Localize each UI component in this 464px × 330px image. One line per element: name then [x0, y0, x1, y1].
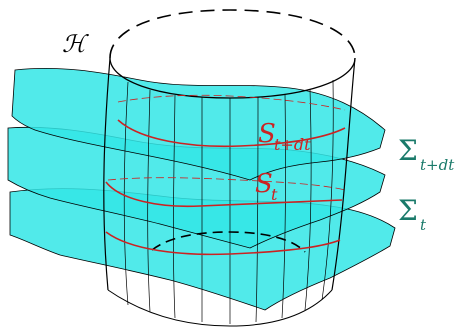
sigma-now-label: Σ t — [398, 194, 427, 234]
cylinder-bottom-back — [151, 231, 306, 253]
svg-text:Σ: Σ — [398, 194, 418, 227]
slice-upper-front — [117, 119, 346, 148]
svg-text:t+dt: t+dt — [420, 156, 455, 174]
slice-middle-front — [105, 181, 343, 208]
svg-text:S: S — [255, 169, 273, 199]
svg-text:Σ: Σ — [398, 134, 418, 167]
s-now-label: S t — [255, 169, 278, 204]
svg-text:t: t — [420, 216, 427, 234]
cylinder-top-back — [109, 9, 356, 59]
cylinder-bottom-front — [107, 289, 333, 327]
slice-lower-front — [105, 231, 341, 256]
h-label: ℋ — [62, 30, 89, 58]
cylinder-generators — [123, 79, 334, 324]
s-next-label: S t+dt — [258, 119, 311, 154]
hypersurface-upper — [11, 67, 386, 181]
sigma-next-label: Σ t+dt — [398, 134, 455, 174]
svg-text:S: S — [258, 119, 276, 149]
slice-upper-back — [117, 94, 346, 111]
cylinder-left-wall — [103, 57, 111, 291]
svg-text:t: t — [271, 185, 278, 204]
slice-middle-back — [107, 177, 346, 191]
cylinder-right-wall — [331, 57, 356, 291]
svg-text:t+dt: t+dt — [274, 135, 311, 154]
